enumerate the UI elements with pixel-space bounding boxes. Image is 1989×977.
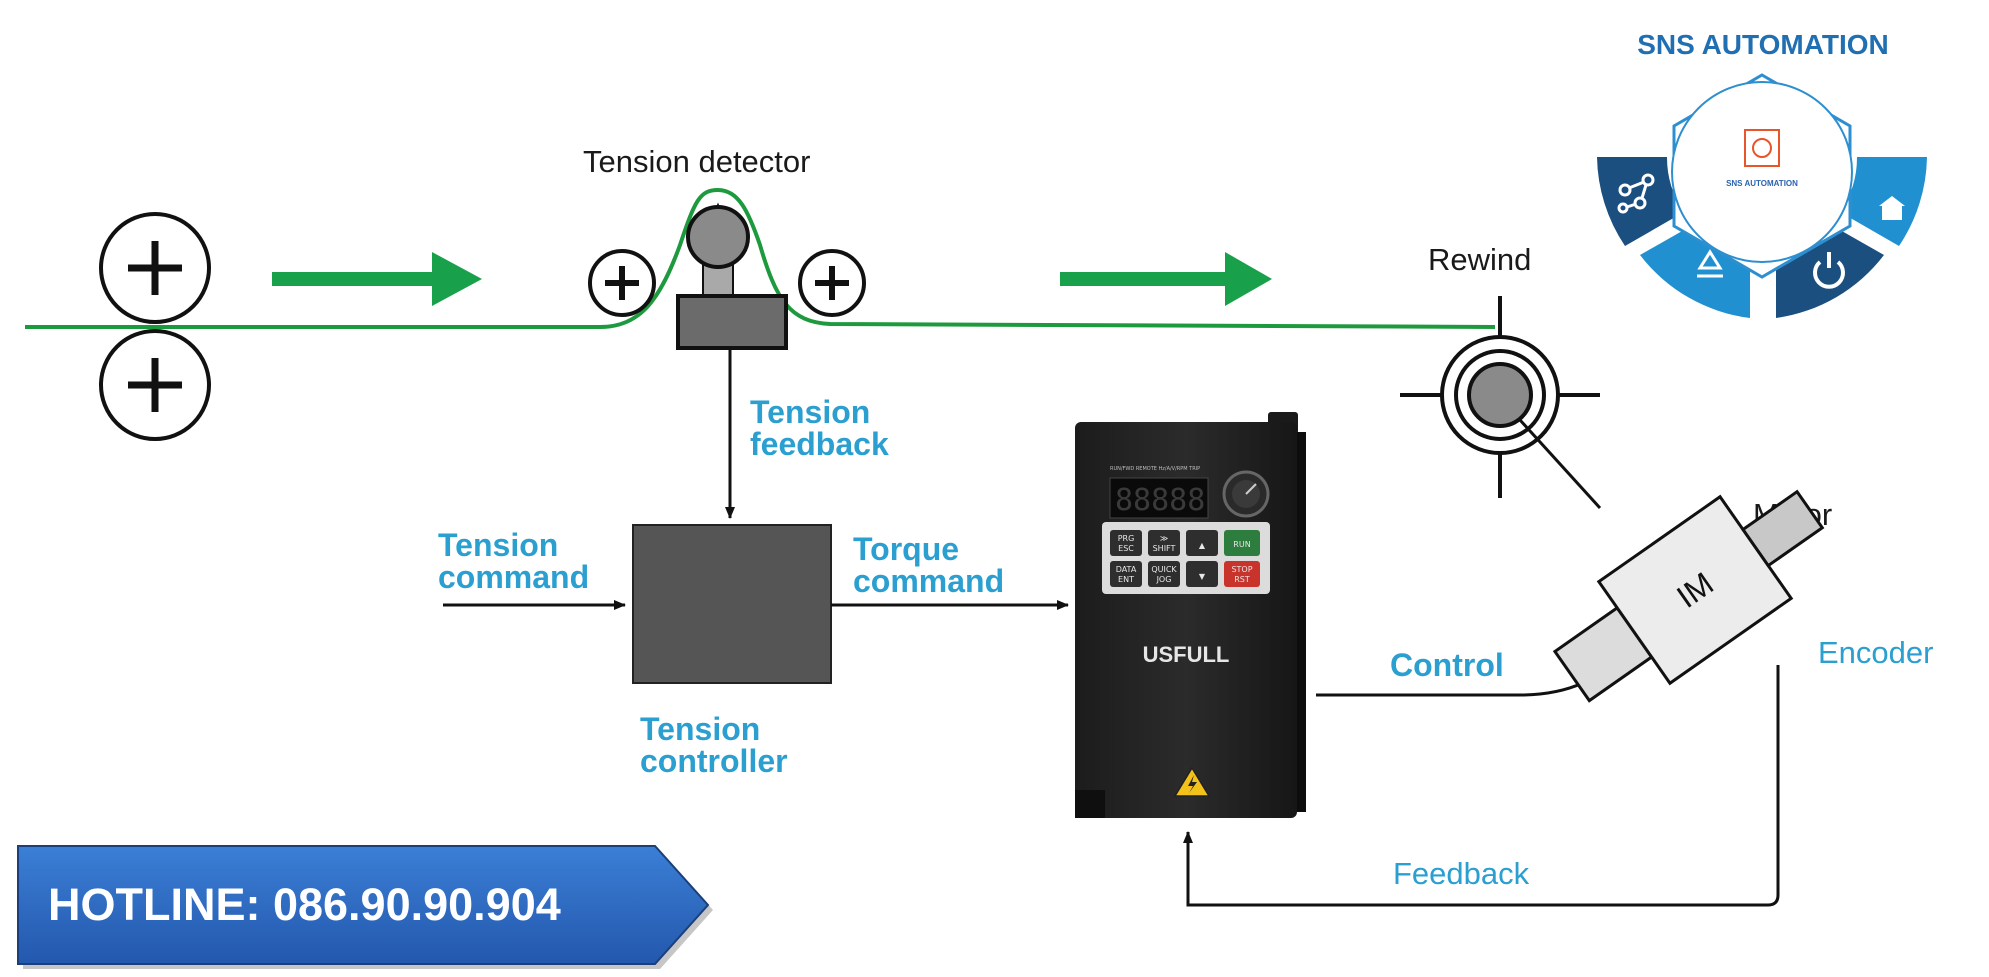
vfd-key-run[interactable]: RUN [1224, 530, 1260, 556]
logo-badge-text: SNS AUTOMATION [1726, 179, 1798, 188]
molecule-icon [1617, 173, 1655, 214]
tension-controller-label: Tension controller [640, 711, 788, 779]
vfd-key-shift[interactable]: ≫ SHIFT [1148, 530, 1180, 556]
power-icon [1813, 252, 1845, 289]
warning-icon [1173, 766, 1211, 797]
vfd-key-data[interactable]: DATA ENT [1110, 561, 1142, 587]
rewind-roll [1400, 296, 1602, 510]
vfd-brand: USFULL [1143, 642, 1230, 667]
svg-text:DATA: DATA [1116, 565, 1137, 574]
hotline-banner[interactable]: HOTLINE: 086.90.90.904 [17, 845, 713, 969]
vfd-key-down[interactable]: ▼ [1186, 561, 1218, 587]
svg-text:QUICK: QUICK [1151, 565, 1177, 574]
vfd-inverter: RUN/FWD REMOTE Hz/A/V/RPM TRIP 88888 PRG… [1075, 412, 1306, 818]
tension-detector [588, 202, 866, 350]
rewind-label: Rewind [1428, 242, 1531, 277]
svg-text:JOG: JOG [1156, 575, 1172, 584]
vfd-key-up[interactable]: ▲ [1186, 530, 1218, 556]
svg-text:RUN: RUN [1233, 540, 1250, 549]
briefcase-icon [1879, 196, 1905, 220]
flow-arrow-left [272, 252, 482, 306]
nip-roller-top [99, 212, 211, 324]
vfd-display: 88888 [1115, 483, 1205, 518]
tension-command-label: Tension command [438, 527, 589, 595]
motor: IM [1552, 489, 1825, 703]
logo-title: SNS AUTOMATION [1637, 29, 1888, 60]
svg-text:▼: ▼ [1199, 572, 1206, 581]
feedback-line [1183, 665, 1780, 907]
tension-detector-label: Tension detector [583, 144, 810, 179]
tension-controller-box [632, 524, 832, 684]
nip-roller-bottom [99, 329, 211, 441]
vfd-key-stop[interactable]: STOP RST [1224, 561, 1260, 587]
vfd-key-prg[interactable]: PRG ESC [1110, 530, 1142, 556]
svg-text:≫: ≫ [1160, 534, 1168, 543]
control-label: Control [1390, 647, 1504, 683]
svg-text:RST: RST [1234, 575, 1250, 584]
recycle-icon [1697, 249, 1723, 278]
tension-feedback-label: Tension feedback [750, 394, 889, 462]
svg-text:STOP: STOP [1231, 565, 1252, 574]
hotline-label: HOTLINE: 086.90.90.904 [48, 879, 561, 930]
svg-text:▲: ▲ [1199, 541, 1206, 550]
flow-arrow-right [1060, 252, 1272, 306]
svg-text:ESC: ESC [1118, 544, 1134, 553]
encoder-label: Encoder [1818, 635, 1933, 670]
feedback-label: Feedback [1393, 856, 1530, 891]
svg-text:ENT: ENT [1118, 575, 1134, 584]
vfd-key-quick[interactable]: QUICK JOG [1148, 561, 1180, 587]
svg-text:SHIFT: SHIFT [1153, 544, 1176, 553]
torque-command-label: Torque command [853, 531, 1004, 599]
svg-text:PRG: PRG [1118, 534, 1135, 543]
sns-logo: SNS AUTOMATION [1597, 73, 1927, 318]
vfd-indicator-strip: RUN/FWD REMOTE Hz/A/V/RPM TRIP [1110, 466, 1200, 472]
